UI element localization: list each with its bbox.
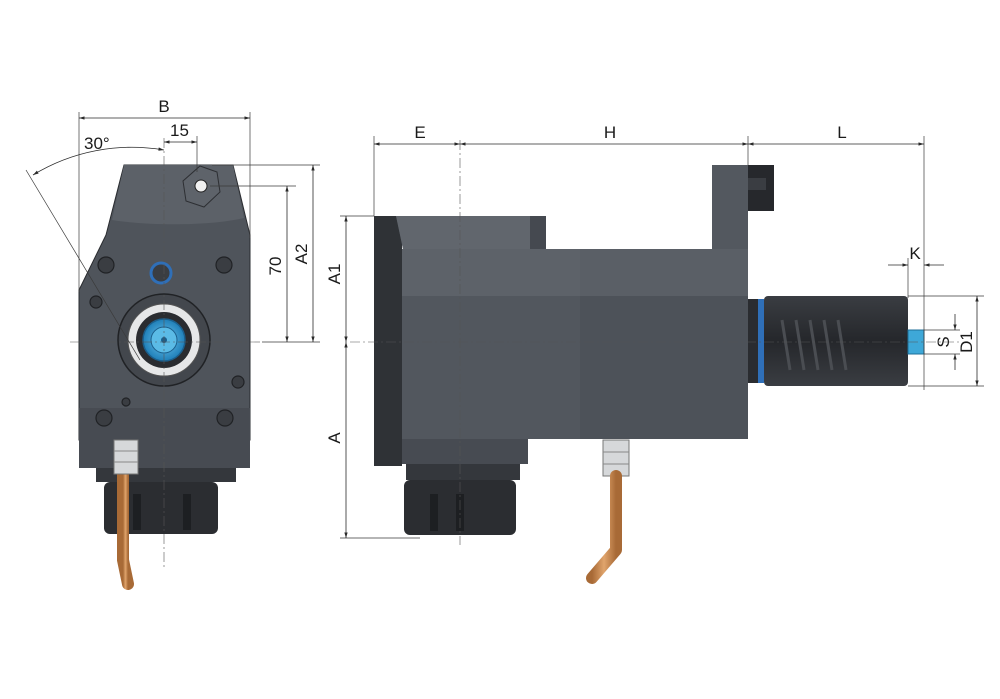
bolt-icon xyxy=(95,409,113,427)
side-base-plate xyxy=(406,464,520,480)
label-d1: D1 xyxy=(957,331,976,353)
side-shaft-thread xyxy=(780,319,848,371)
front-hex-hole xyxy=(194,179,208,193)
label-a2: A2 xyxy=(292,244,311,265)
front-view xyxy=(78,164,251,590)
dimension-lines xyxy=(25,112,984,539)
side-shaft xyxy=(764,296,908,386)
side-upright-tab xyxy=(712,165,748,249)
bolt-icon xyxy=(216,409,234,427)
side-top-block-face xyxy=(396,216,530,249)
front-blue-port xyxy=(149,261,173,285)
front-nut-slot-1 xyxy=(133,494,141,530)
bolt-icon xyxy=(89,295,103,309)
label-b: B xyxy=(158,97,169,116)
front-coolant-fitting xyxy=(113,439,139,475)
front-bolts xyxy=(89,256,245,427)
label-l: L xyxy=(837,123,846,142)
bolt-icon xyxy=(215,256,233,274)
bolt-icon xyxy=(97,256,115,274)
center-lines xyxy=(70,138,960,570)
label-a: A xyxy=(325,432,344,444)
side-coolant-fitting xyxy=(602,439,630,477)
label-70: 70 xyxy=(266,257,285,276)
label-k: K xyxy=(909,244,921,263)
front-coolant-pipe xyxy=(117,464,134,590)
side-rear-top-face xyxy=(580,249,748,296)
side-coolant-pipe xyxy=(586,470,622,584)
side-nut-slot-1 xyxy=(430,494,438,531)
label-h: H xyxy=(604,123,616,142)
side-lower-block xyxy=(402,439,528,464)
side-end-plate xyxy=(374,216,402,466)
side-shaft-ring xyxy=(758,299,764,383)
front-housing-top-face xyxy=(112,165,244,225)
label-offset: 15 xyxy=(170,121,189,140)
bolt-icon xyxy=(231,375,245,389)
label-a1: A1 xyxy=(325,264,344,285)
label-angle: 30° xyxy=(84,134,110,153)
dimension-labels: B 30° 15 70 A2 A1 A E H L K S D1 xyxy=(84,97,976,444)
side-view xyxy=(374,165,925,584)
bolt-icon xyxy=(121,397,131,407)
front-nut-slot-2 xyxy=(183,494,191,530)
label-e: E xyxy=(414,123,425,142)
side-nut-slot-2 xyxy=(456,494,464,531)
label-s: S xyxy=(934,336,953,347)
side-main-body-top-face xyxy=(402,249,580,296)
